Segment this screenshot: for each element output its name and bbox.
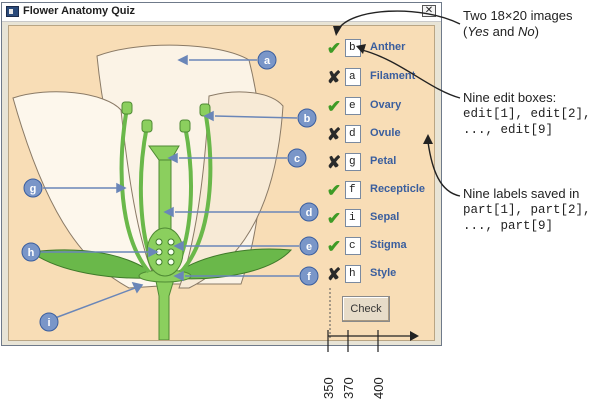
badge-label-a: a	[264, 55, 271, 67]
quiz-panel: a b c d e f g h i ✔ b Anther ✘ a Filamen…	[8, 25, 435, 341]
badge-a	[257, 50, 277, 70]
anther-1	[121, 101, 133, 115]
images-note-line1: Two 18×20 images	[463, 8, 573, 23]
badge-label-c: c	[294, 153, 300, 165]
callout-lines	[41, 54, 299, 319]
axis-label-370: 370	[341, 377, 356, 399]
part-label-1: Anther	[370, 41, 406, 53]
parts-note-line3: ..., part[9]	[463, 219, 554, 233]
badge-label-f: f	[307, 271, 311, 283]
part-label-2: Filament	[370, 70, 416, 82]
part-label-3: Ovary	[370, 99, 402, 111]
window-title: Flower Anatomy Quiz	[23, 5, 136, 17]
edit-box-3[interactable]: e	[345, 97, 361, 115]
edits-note-line2: edit[1], edit[2],	[463, 107, 591, 121]
edit-box-5[interactable]: g	[345, 153, 361, 171]
edit-box-2[interactable]: a	[345, 68, 361, 86]
no-mark-icon: ✘	[326, 265, 342, 284]
images-note-line2: (Yes and No)	[463, 24, 539, 39]
edit-box-8[interactable]: c	[345, 237, 361, 255]
ovules	[155, 238, 175, 266]
badge-b	[297, 108, 317, 128]
badge-label-g: g	[30, 183, 37, 195]
stem	[154, 275, 176, 340]
check-button[interactable]: Check	[342, 296, 390, 322]
part-label-5: Petal	[370, 155, 397, 167]
edit-box-7[interactable]: i	[345, 209, 361, 227]
part-label-4: Ovule	[370, 127, 401, 139]
no-mark-icon: ✘	[326, 68, 342, 87]
yes-mark-icon: ✔	[326, 209, 342, 228]
no-mark-icon: ✘	[326, 125, 342, 144]
part-label-6: Recepticle	[370, 183, 426, 195]
badge-c	[287, 148, 307, 168]
edit-box-6[interactable]: f	[345, 181, 361, 199]
quiz-window: Flower Anatomy Quiz ✕	[1, 2, 442, 346]
yes-mark-icon: ✔	[326, 39, 342, 58]
edits-note-line1: Nine edit boxes:	[463, 90, 557, 105]
badge-label-e: e	[306, 241, 312, 253]
yes-mark-icon: ✔	[326, 237, 342, 256]
style	[158, 155, 172, 237]
anther-4	[179, 119, 191, 133]
edits-note: Nine edit boxes: edit[1], edit[2], ..., …	[463, 90, 591, 138]
filament-left-outer	[119, 107, 151, 274]
badge-d	[299, 202, 319, 222]
images-note: Two 18×20 images (Yes and No)	[463, 8, 572, 40]
filament-right-outer	[179, 109, 213, 274]
parts-note: Nine labels saved in part[1], part[2], .…	[463, 186, 591, 234]
parts-note-line1: Nine labels saved in	[463, 186, 580, 201]
axis-label-400: 400	[371, 377, 386, 399]
badge-label-h: h	[28, 247, 35, 259]
badge-h	[21, 242, 41, 262]
no-mark-icon: ✘	[326, 153, 342, 172]
flower-diagram: a b c d e f g h i	[12, 44, 331, 340]
axis-label-350: 350	[321, 377, 336, 399]
anther-2	[141, 119, 153, 133]
badge-g	[23, 178, 43, 198]
close-button[interactable]: ✕	[422, 5, 436, 17]
yes-mark-icon: ✔	[326, 97, 342, 116]
badge-i	[39, 312, 59, 332]
part-label-9: Style	[370, 267, 397, 279]
part-label-7: Sepal	[370, 211, 400, 223]
badge-label-d: d	[306, 207, 313, 219]
title-bar[interactable]: Flower Anatomy Quiz ✕	[2, 3, 441, 22]
badge-label-b: b	[304, 113, 311, 125]
callout-badges	[21, 50, 319, 332]
parts-note-line2: part[1], part[2],	[463, 203, 591, 217]
edit-box-1[interactable]: b	[345, 39, 361, 57]
edit-box-9[interactable]: h	[345, 265, 361, 283]
badge-f	[299, 266, 319, 286]
edit-box-4[interactable]: d	[345, 125, 361, 143]
badge-label-i: i	[47, 317, 50, 329]
part-label-8: Stigma	[370, 239, 407, 251]
yes-mark-icon: ✔	[326, 181, 342, 200]
edits-note-line3: ..., edit[9]	[463, 123, 554, 137]
badge-e	[299, 236, 319, 256]
app-icon	[6, 6, 19, 17]
